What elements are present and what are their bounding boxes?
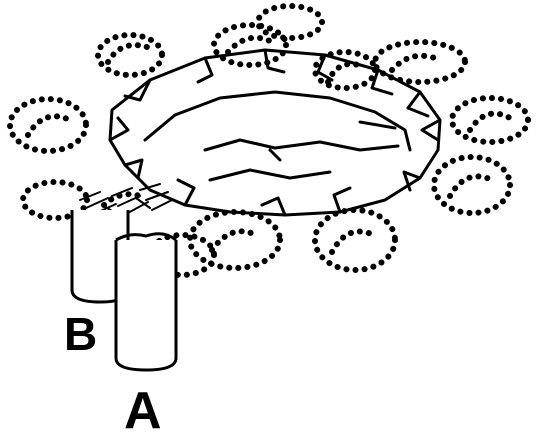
cloud-6	[452, 98, 528, 142]
stick-15	[320, 142, 398, 150]
stick-11	[178, 180, 194, 205]
stick-18	[270, 150, 280, 160]
cloud-11	[10, 99, 86, 151]
cloud-11-inner	[28, 116, 70, 135]
ring-inner-outline	[145, 92, 410, 150]
cloud-6-inner	[470, 114, 510, 130]
cloud-9-inner	[212, 231, 258, 250]
cloud-3	[258, 6, 322, 38]
label-a: A	[124, 382, 162, 434]
label-b: B	[64, 308, 97, 360]
stick-2	[198, 58, 212, 82]
stick-7	[422, 120, 440, 140]
cloud-1-inner	[108, 45, 150, 62]
cylinder-a	[116, 240, 176, 370]
stick-16	[210, 170, 330, 180]
cloud-7	[434, 157, 510, 213]
cloud-8	[315, 210, 395, 270]
stick-14	[205, 140, 320, 150]
stick-9	[334, 188, 350, 212]
cloud-5-inner	[392, 56, 440, 70]
stick-6	[408, 92, 428, 116]
cloud-7-inner	[450, 176, 492, 196]
cloud-2	[214, 25, 286, 65]
cloud-8-inner	[332, 232, 376, 252]
stick-17	[360, 122, 395, 128]
cloud-1	[98, 35, 162, 75]
